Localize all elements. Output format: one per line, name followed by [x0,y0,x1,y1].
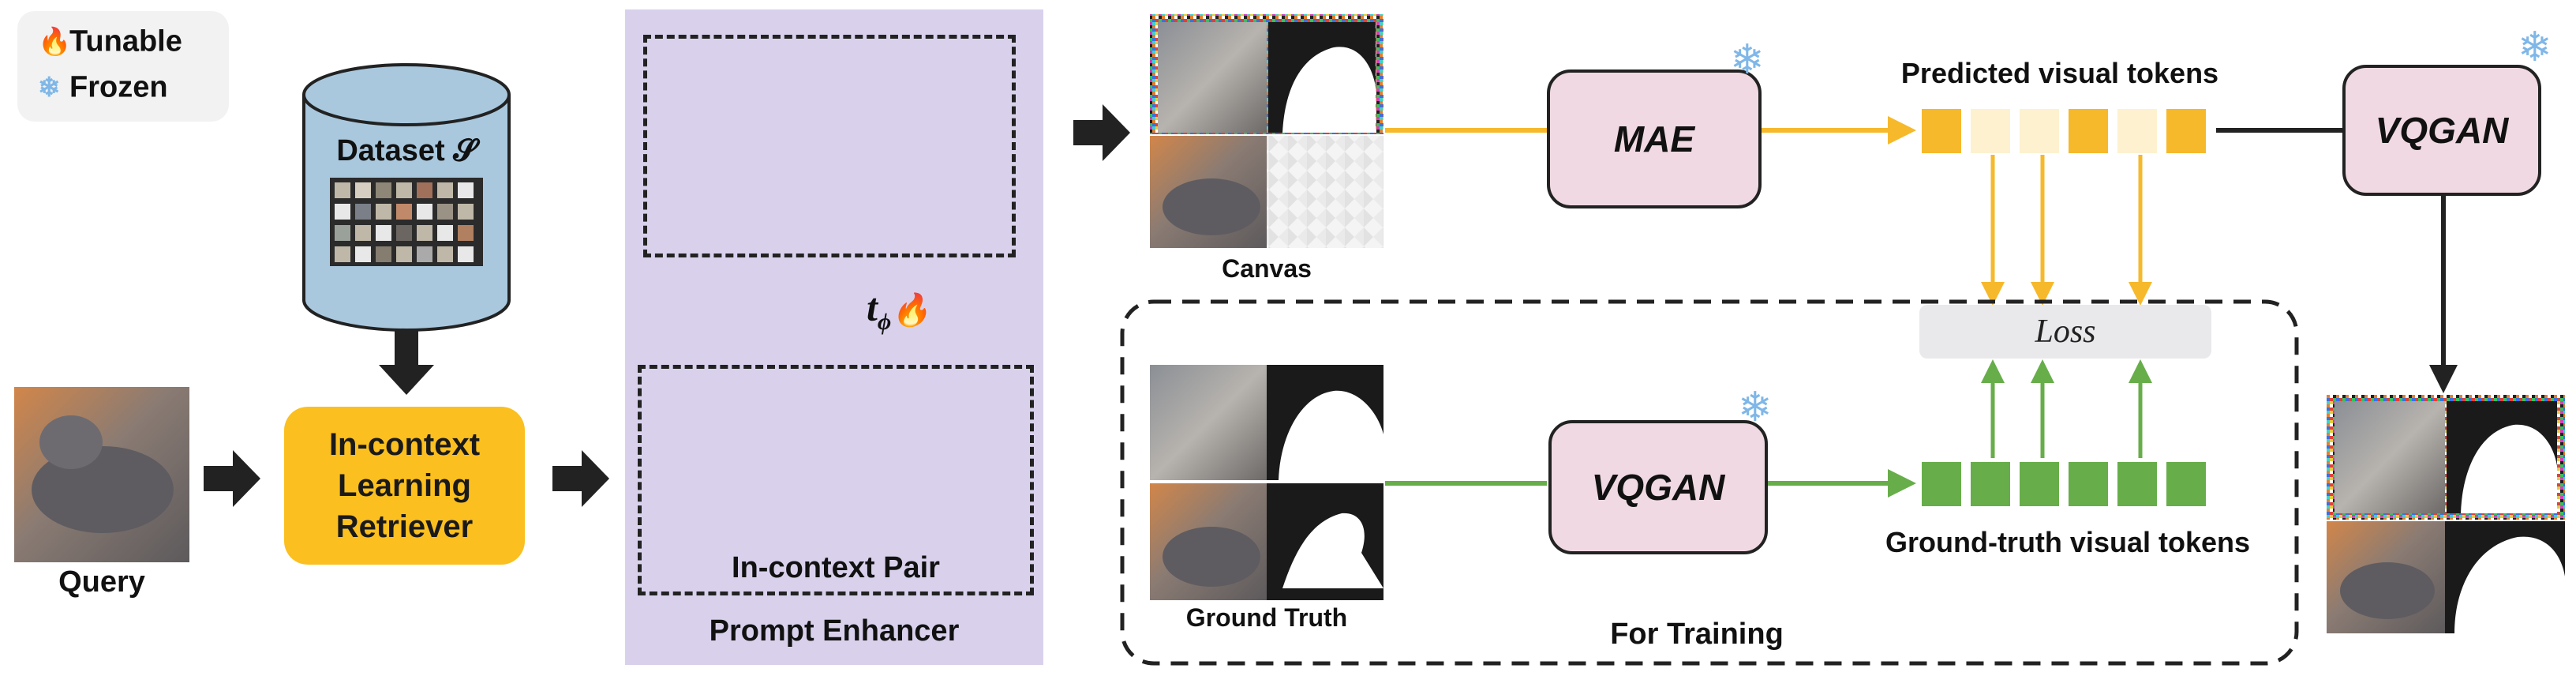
loss-box: Loss [1919,305,2211,359]
dataset-cylinder [302,63,511,332]
ground-truth-token [2166,462,2206,506]
predicted-token [2166,109,2206,153]
snowflake-icon: ❄ [2518,24,2552,70]
predicted-token [1922,109,1961,153]
enhanced-pair-box [643,35,1016,257]
prompt-enhancer-title: Prompt Enhancer [709,614,960,648]
in-context-learning-retriever: In-context Learning Retriever [284,407,525,565]
output-images [2327,395,2565,633]
canvas-label: Canvas [1222,254,1312,283]
ground-truth-images [1150,365,1383,600]
prompt-enhancer-panel [625,9,1043,665]
fire-icon: 🔥 [891,292,931,328]
snowflake-icon: ❄ [38,72,61,103]
snowflake-icon: ❄ [1738,385,1773,430]
ground-truth-token [2020,462,2059,506]
legend-frozen: ❄Frozen [38,70,168,104]
training-region [1120,299,2299,666]
prediction-flow-lines [1385,116,2458,393]
ground-truth-tokens-label: Ground-truth visual tokens [1885,526,2251,558]
dataset-label: Dataset 𝓢 [336,134,477,167]
ground-truth-token [2069,462,2108,506]
fire-icon: 🔥 [38,26,72,57]
for-training-label: For Training [1610,618,1784,651]
ground-truth-flow-lines [1385,359,2152,498]
canvas-image [1150,14,1383,248]
ground-truth-token [2117,462,2157,506]
predicted-token [1971,109,2010,153]
legend-tunable: 🔥Tunable [38,24,182,58]
query-label: Query [58,565,145,599]
snowflake-icon: ❄ [1730,37,1765,83]
vqgan-encoder-box: VQGAN [1548,420,1768,554]
legend: 🔥Tunable ❄Frozen [17,11,229,122]
in-context-pair-label: In-context Pair [732,551,940,584]
predicted-token [2069,109,2108,153]
predicted-token [2020,109,2059,153]
mae-model-box: MAE [1547,69,1762,208]
predicted-tokens-label: Predicted visual tokens [1900,57,2219,89]
enhancer-parameter: tϕ🔥 [867,285,931,335]
predicted-token [2117,109,2157,153]
ground-truth-label: Ground Truth [1185,603,1348,632]
query-image [14,387,189,562]
ground-truth-token [1971,462,2010,506]
in-context-pair-box [638,365,1034,595]
ground-truth-token [1922,462,1961,506]
vqgan-decoder-box: VQGAN [2342,65,2541,196]
